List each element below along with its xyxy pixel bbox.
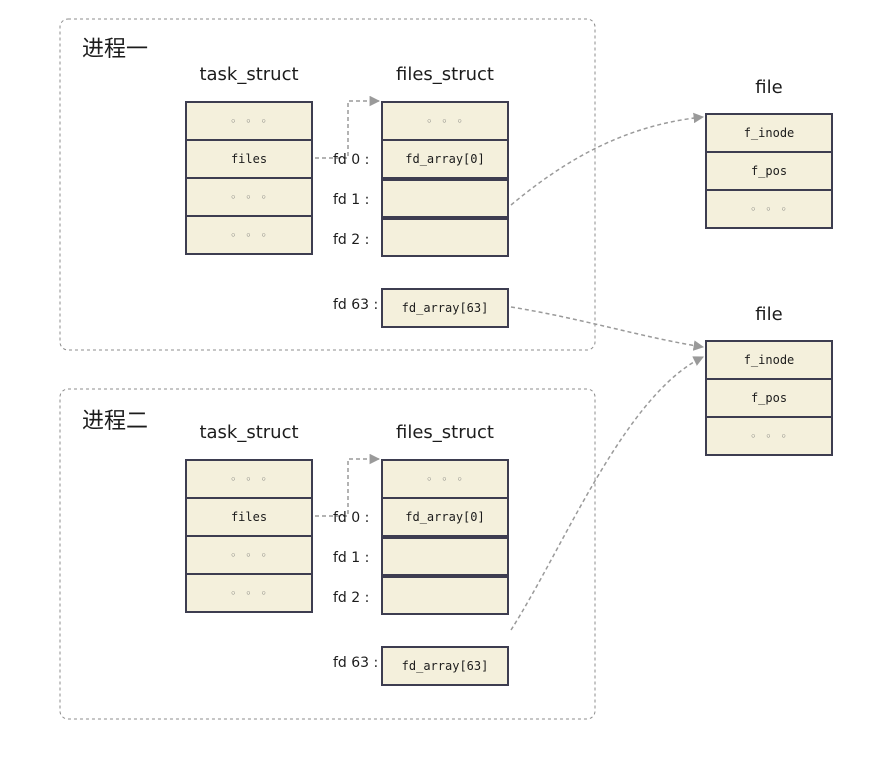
file-one-f-inode-field: f_inode [743,126,795,140]
p2-to-file-two-arrow [510,356,704,631]
p2-files-struct-table: ◦ ◦ ◦ fd_array[0] [381,459,509,615]
file-two-f-inode-field: f_inode [743,353,795,367]
p1-fd0-label: fd 0 : [333,152,370,168]
p2-task-struct-title: task_struct [199,422,299,443]
p1-task-struct-row: ◦ ◦ ◦ [187,177,311,215]
p2-fd-1-cell [383,535,507,574]
file-one-f-pos-field: f_pos [707,151,831,189]
p1-task-struct-files-field: files [187,139,311,177]
file-one-title: file [755,77,783,98]
p1-task-struct-table: ◦ ◦ ◦ files ◦ ◦ ◦ ◦ ◦ ◦ [185,101,313,255]
p1-fd63-to-file-two-arrow [510,306,705,351]
p1-task-struct-title: task_struct [199,64,299,85]
p1-fd-array-63-cell: fd_array[63] [401,301,489,315]
p1-fd1-to-file-one-arrow [510,112,705,206]
file-one-table: f_inode f_pos ◦ ◦ ◦ [705,113,833,229]
p1-fd-array-0-cell: fd_array[0] [383,139,507,177]
p2-task-struct-table: ◦ ◦ ◦ files ◦ ◦ ◦ ◦ ◦ ◦ [185,459,313,613]
p2-files-struct-row: ◦ ◦ ◦ [425,472,465,486]
p1-files-pointer-arrow [315,95,381,159]
process-two-label: 进程二 [82,409,149,434]
p1-fd-1-cell [383,177,507,216]
process-one-group-box [59,18,596,351]
file-two-more-row: ◦ ◦ ◦ [707,416,831,454]
p1-fd-2-cell [383,216,507,255]
p1-files-struct-title: files_struct [396,64,494,85]
file-two-title: file [755,304,783,325]
p2-fd-array-63-cell: fd_array[63] [401,659,489,673]
p1-fd63-label: fd 63 : [333,297,379,313]
file-two-table: f_inode f_pos ◦ ◦ ◦ [705,340,833,456]
p2-task-struct-files-field: files [187,497,311,535]
p2-fd0-label: fd 0 : [333,510,370,526]
p2-fd2-label: fd 2 : [333,590,370,606]
p1-fd1-label: fd 1 : [333,192,370,208]
p2-task-struct-row: ◦ ◦ ◦ [187,573,311,611]
p2-fd63-label: fd 63 : [333,655,379,671]
p2-files-struct-title: files_struct [396,422,494,443]
p2-fd-2-cell [383,574,507,613]
p1-task-struct-row: ◦ ◦ ◦ [187,215,311,253]
file-one-more-row: ◦ ◦ ◦ [707,189,831,227]
process-two-group-box [59,388,596,720]
p1-fd-array-63-box: fd_array[63] [381,288,509,328]
p2-fd-array-0-cell: fd_array[0] [383,497,507,535]
p1-fd2-label: fd 2 : [333,232,370,248]
p2-task-struct-row: ◦ ◦ ◦ [187,535,311,573]
p2-fd-array-63-box: fd_array[63] [381,646,509,686]
file-two-f-pos-field: f_pos [707,378,831,416]
p1-task-struct-row: ◦ ◦ ◦ [229,114,269,128]
p1-files-struct-table: ◦ ◦ ◦ fd_array[0] [381,101,509,257]
process-one-label: 进程一 [82,37,149,62]
p2-files-pointer-arrow [315,453,381,517]
p1-files-struct-row: ◦ ◦ ◦ [425,114,465,128]
p2-fd1-label: fd 1 : [333,550,370,566]
p2-task-struct-row: ◦ ◦ ◦ [229,472,269,486]
